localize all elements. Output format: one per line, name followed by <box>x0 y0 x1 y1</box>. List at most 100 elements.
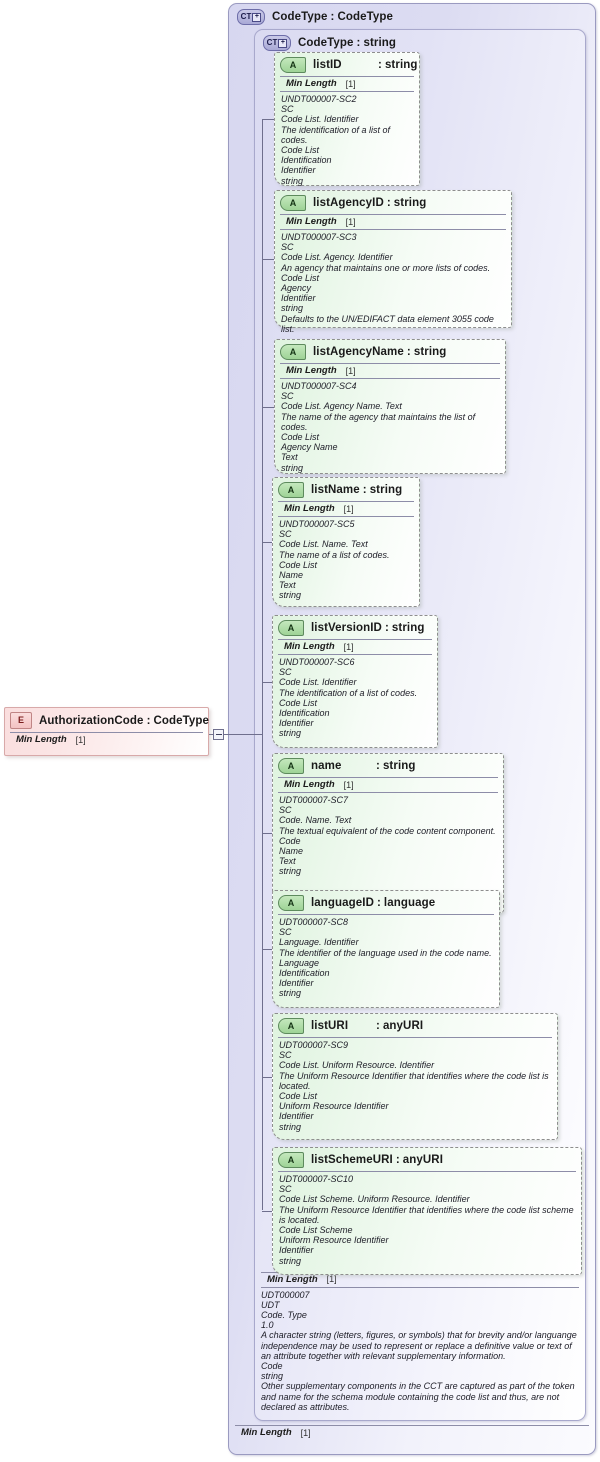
documentation-line: The name of a list of codes. <box>279 549 390 560</box>
attribute-name: listURI <box>311 1020 349 1032</box>
attribute-icon-label: A <box>289 346 297 357</box>
attribute-separator: : <box>406 346 411 358</box>
documentation-line: UNDT000007-SC4 <box>281 381 357 391</box>
complextype-outer-name: CodeType <box>272 11 328 23</box>
facet-value: [1] <box>343 641 354 652</box>
attribute-icon[interactable]: A <box>280 195 306 211</box>
attribute-icon[interactable]: A <box>278 1018 304 1034</box>
documentation-line: Code List <box>279 697 318 708</box>
documentation-line: Code List <box>281 145 320 156</box>
attribute-type: string <box>391 622 425 634</box>
attribute-connector <box>262 949 272 950</box>
documentation-line: Code List. Identifier <box>281 114 359 125</box>
documentation-line: Text <box>281 452 298 463</box>
attribute-facet-row: Min Length[1] <box>280 214 506 230</box>
complextype-inner-title: CodeType : string <box>298 37 396 49</box>
documentation-line: Code List. Name. Text <box>279 539 368 550</box>
attribute-icon-label: A <box>289 59 297 70</box>
attribute-icon[interactable]: A <box>280 57 306 73</box>
documentation-line: Code List <box>279 559 318 570</box>
documentation-line: The name of the agency that maintains th… <box>281 411 476 432</box>
documentation-line: Text <box>279 580 296 591</box>
documentation-line: UDT000007-SC8 <box>279 917 349 927</box>
documentation-line: Other supplementary components in the CC… <box>261 1381 575 1412</box>
complextype-icon[interactable]: CT+ <box>263 35 291 51</box>
facet-name: Min Length <box>286 78 337 89</box>
attribute-separator: : <box>386 197 391 209</box>
documentation-line: SC <box>279 529 292 540</box>
documentation-line: UDT000007-SC9 <box>279 1040 349 1050</box>
documentation-line: SC <box>281 391 294 402</box>
documentation-line: Code <box>279 835 301 846</box>
documentation-line: string <box>281 175 304 186</box>
attribute-title: listVersionID:string <box>311 622 424 634</box>
documentation-line: string <box>279 1255 302 1266</box>
facet-name: Min Length <box>286 365 337 376</box>
attribute-icon[interactable]: A <box>278 1152 304 1168</box>
facet-name: Min Length <box>16 734 67 745</box>
documentation-line: Code. Name. Text <box>279 815 352 826</box>
attribute-icon[interactable]: A <box>280 344 306 360</box>
documentation-line: Code List <box>281 432 320 443</box>
documentation-line: SC <box>279 927 292 938</box>
attribute-icon[interactable]: A <box>278 482 304 498</box>
complextype-icon[interactable]: CT+ <box>237 9 265 25</box>
attribute-type: string <box>384 59 418 71</box>
documentation-line: UDT000007-SC7 <box>279 795 349 805</box>
attribute-icon[interactable]: A <box>278 895 304 911</box>
attribute-title: languageID:language <box>311 897 435 909</box>
element-separator: : <box>146 714 151 727</box>
expand-plus-icon[interactable]: + <box>278 38 288 48</box>
element-authorizationcode[interactable]: E AuthorizationCode : CodeType Min Lengt… <box>4 707 209 756</box>
facet-value: [1] <box>345 365 356 376</box>
documentation-line: UDT000007-SC10 <box>279 1174 354 1184</box>
attribute-separator: : <box>395 1154 400 1166</box>
attribute-name: listVersionID <box>311 622 382 634</box>
documentation-line: SC <box>279 1184 292 1195</box>
documentation-line: Identifier <box>279 1111 314 1122</box>
facet-value: [1] <box>326 1274 337 1285</box>
element-header: E AuthorizationCode : CodeType <box>5 708 209 732</box>
facet-value: [1] <box>345 78 356 89</box>
facet-name: Min Length <box>284 641 335 652</box>
attribute-name: name <box>311 760 342 772</box>
attribute-icon[interactable]: A <box>278 620 304 636</box>
documentation-line: Identifier <box>279 978 314 989</box>
documentation-line: string <box>281 462 304 473</box>
documentation-line: The Uniform Resource Identifier that ide… <box>279 1070 549 1091</box>
attribute-type: string <box>413 346 447 358</box>
documentation-line: Code <box>261 1360 283 1371</box>
attribute-facet-row: Min Length[1] <box>278 501 414 517</box>
facet-name: Min Length <box>284 503 335 514</box>
documentation-line: Language <box>279 957 320 968</box>
attribute-title: name:string <box>311 760 415 772</box>
attribute-icon-label: A <box>287 760 295 771</box>
expand-plus-icon[interactable]: + <box>252 12 262 22</box>
attribute-name: listAgencyName <box>313 346 404 358</box>
element-icon[interactable]: E <box>10 712 32 729</box>
collapse-toggle-icon[interactable] <box>213 729 224 740</box>
documentation-line: Code List <box>281 272 320 283</box>
attribute-connector <box>262 259 274 260</box>
attribute-icon[interactable]: A <box>278 758 304 774</box>
attribute-connector <box>262 682 272 683</box>
attribute-connector <box>262 407 274 408</box>
documentation-line: UNDT000007-SC6 <box>279 657 355 667</box>
documentation-line: Name <box>279 570 304 581</box>
documentation-line: Code List. Identifier <box>279 677 357 688</box>
